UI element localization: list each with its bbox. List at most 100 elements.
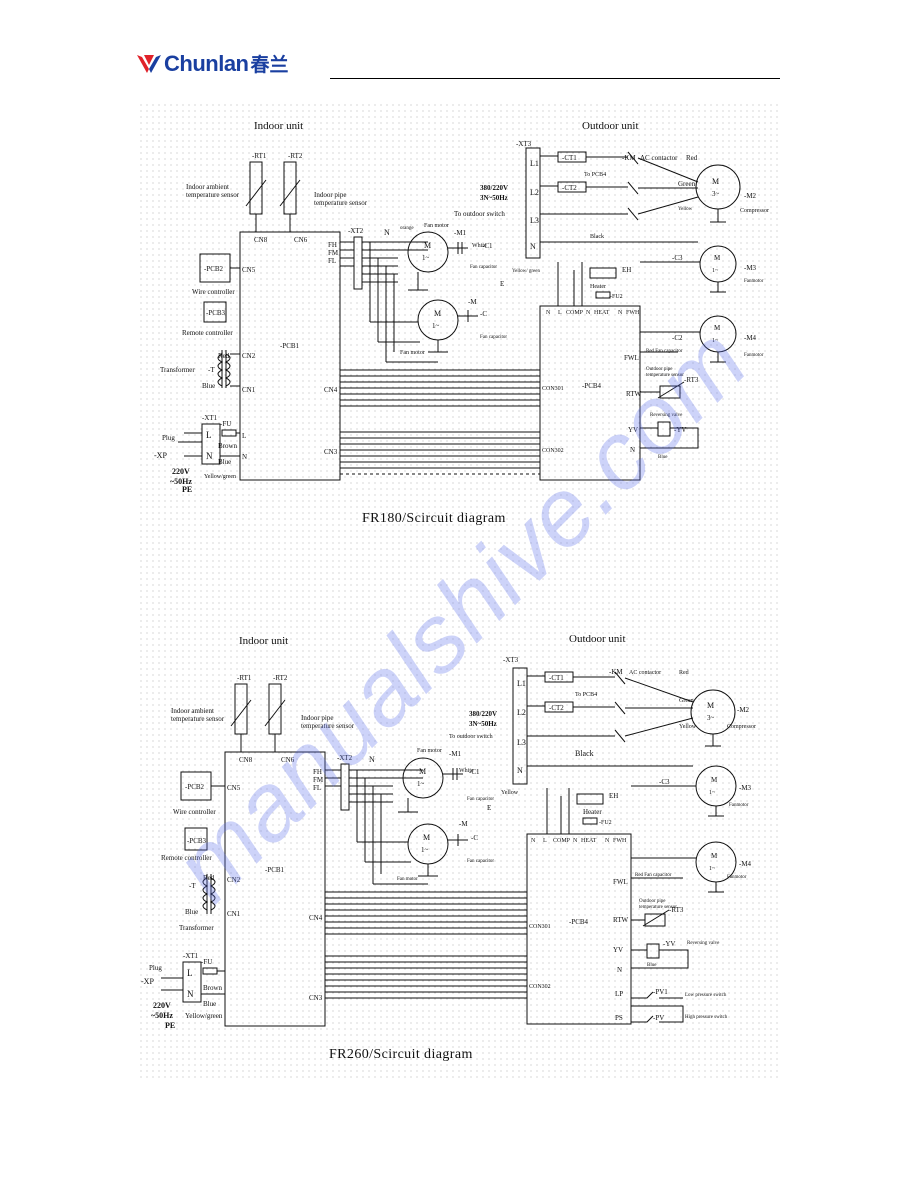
supply-voltage-2: 220V	[153, 1001, 171, 1010]
compressor-label: Compressor	[740, 208, 769, 214]
xp-label-2: -XP	[141, 977, 154, 986]
pcb4-box	[539, 305, 641, 481]
three-phase-frequency: 3N~50Hz	[480, 194, 508, 202]
l2-label-2: L2	[517, 708, 526, 717]
m1-label-2: -M1	[449, 750, 462, 758]
lp-label: LP	[615, 990, 623, 998]
black-wire-label-2: Black	[575, 749, 594, 758]
cn8-label: CN8	[254, 236, 268, 244]
fwl-label-2: FWL	[613, 878, 628, 886]
brown-label-2: Brown	[203, 984, 223, 992]
yv-component-label: -YV	[674, 426, 686, 434]
pcb4-term-comp-2: COMP	[553, 838, 571, 844]
fu2-label: -FU2	[610, 294, 623, 300]
svg-text:M: M	[711, 852, 718, 860]
cn6-label-2: CN6	[281, 756, 295, 764]
cn4-label-2: CN4	[309, 914, 323, 922]
yellow-green-label-2: Yellow/ green	[512, 269, 540, 274]
outdoor-pipe-sensor-line2: temperature sensor	[646, 373, 684, 378]
fan-capacitor-2: Fan capacitor	[480, 335, 507, 340]
cn5-label-2: CN5	[227, 784, 241, 792]
brand-name: Chunlan	[164, 50, 249, 76]
fm-label: FM	[328, 249, 339, 257]
indoor-unit-title-2: Indoor unit	[239, 635, 288, 647]
ps-label: PS	[615, 1014, 623, 1022]
supply-voltage: 220V	[172, 467, 190, 476]
heater-label: Heater	[590, 284, 606, 290]
m-label-2: -M	[459, 820, 468, 828]
m3-label-2: -M3	[739, 784, 752, 792]
three-phase-voltage-2: 380/220V	[469, 710, 497, 718]
diagram-fr260	[161, 667, 737, 1027]
motor1-m: M	[424, 241, 431, 250]
fanmotor-label-m4-2: Fanmotor	[727, 875, 747, 880]
c1-label: -C1	[482, 242, 493, 250]
fan-motor-label-4: Fan motor	[397, 877, 418, 882]
brand-name-cn: 春兰	[250, 54, 289, 76]
brown-label: Brown	[218, 442, 238, 450]
xt1-box	[201, 423, 221, 465]
ct1-label: -CT1	[562, 154, 577, 162]
yv-component-label-2: -YV	[663, 940, 675, 948]
diagram-fr180	[178, 147, 741, 481]
rtw-label-2: RTW	[613, 916, 629, 924]
chunlan-logo-icon	[137, 54, 161, 73]
km-label: -KM	[622, 154, 636, 162]
fh-label-2: FH	[313, 768, 322, 776]
pcb1-n: N	[242, 453, 247, 461]
pv-label: -PV	[653, 1014, 664, 1022]
pcb4-term-n2-2: N	[573, 838, 578, 844]
signal-bus-lower-2	[325, 955, 527, 999]
xt1-l-2: L	[187, 968, 193, 978]
xt3-label: -XT3	[516, 140, 532, 148]
pcb3-box-2	[184, 827, 208, 851]
red-fan-capacitor-2: Red Fan capacitor	[635, 873, 672, 878]
fu-label: -FU	[220, 420, 231, 428]
xt1-n-2: N	[187, 989, 194, 999]
eh-label-2: EH	[609, 792, 618, 800]
three-phase-frequency-2: 3N~50Hz	[469, 720, 497, 728]
cn3-label: CN3	[324, 448, 338, 456]
blue-label-3: Blue	[185, 908, 198, 916]
con302-label: CON302	[542, 448, 564, 454]
xt1-l: L	[206, 430, 212, 440]
pcb4-term-n1: N	[546, 310, 551, 316]
svg-text:1~: 1~	[712, 268, 719, 274]
transformer-label: Transformer	[160, 366, 195, 374]
pcb2-label-2: -PCB2	[185, 783, 205, 791]
svg-text:M: M	[423, 833, 430, 842]
signal-bus-upper-2	[325, 891, 527, 935]
svg-text:3~: 3~	[707, 714, 715, 722]
diagram-sheet: Indoor unit Outdoor unit -RT1 -RT2 Indoo…	[138, 102, 778, 1080]
rt3-label: -RT3	[684, 376, 699, 384]
yellow-green-label-3: Yellow/green	[185, 1012, 223, 1020]
e-label: E	[500, 280, 504, 288]
svg-text:1~: 1~	[709, 866, 716, 872]
ct2-label: -CT2	[562, 184, 577, 192]
xt3-terminal	[525, 147, 541, 259]
blue-wire-label-out: Blue	[658, 455, 668, 460]
xt3-n-2: N	[517, 766, 523, 775]
supply-frequency-2: ~50Hz	[151, 1011, 173, 1020]
remote-controller-label: Remote controller	[182, 329, 233, 337]
pcb3-label: -PCB3	[206, 309, 226, 317]
svg-text:M: M	[711, 776, 718, 784]
c-label: -C	[480, 310, 487, 318]
remote-controller-label-2: Remote controller	[161, 854, 212, 862]
c1-label-2: -C1	[469, 768, 480, 776]
supply-frequency: ~50Hz	[170, 477, 192, 486]
sensor-pipe-2-line2: temperature sensor	[301, 722, 355, 730]
reversing-valve-label-2: Reversing valve	[687, 941, 720, 946]
pv1-label: -PV1	[653, 988, 668, 996]
l2-label: L2	[530, 188, 539, 197]
red-label: Red	[218, 352, 230, 360]
pcb4-term-n3-2: N	[605, 838, 610, 844]
km-label-2: -KM	[609, 668, 623, 676]
c2-label: -C2	[672, 334, 683, 342]
t-label: -T	[208, 366, 215, 374]
pcb4-n-label-2: N	[617, 966, 622, 974]
pcb4-term-fwh: FWH	[626, 310, 640, 316]
yv-label: YV	[628, 426, 638, 434]
sensor-ambient-line2: temperature sensor	[186, 191, 240, 199]
sensor-pipe-line2: temperature sensor	[314, 199, 368, 207]
